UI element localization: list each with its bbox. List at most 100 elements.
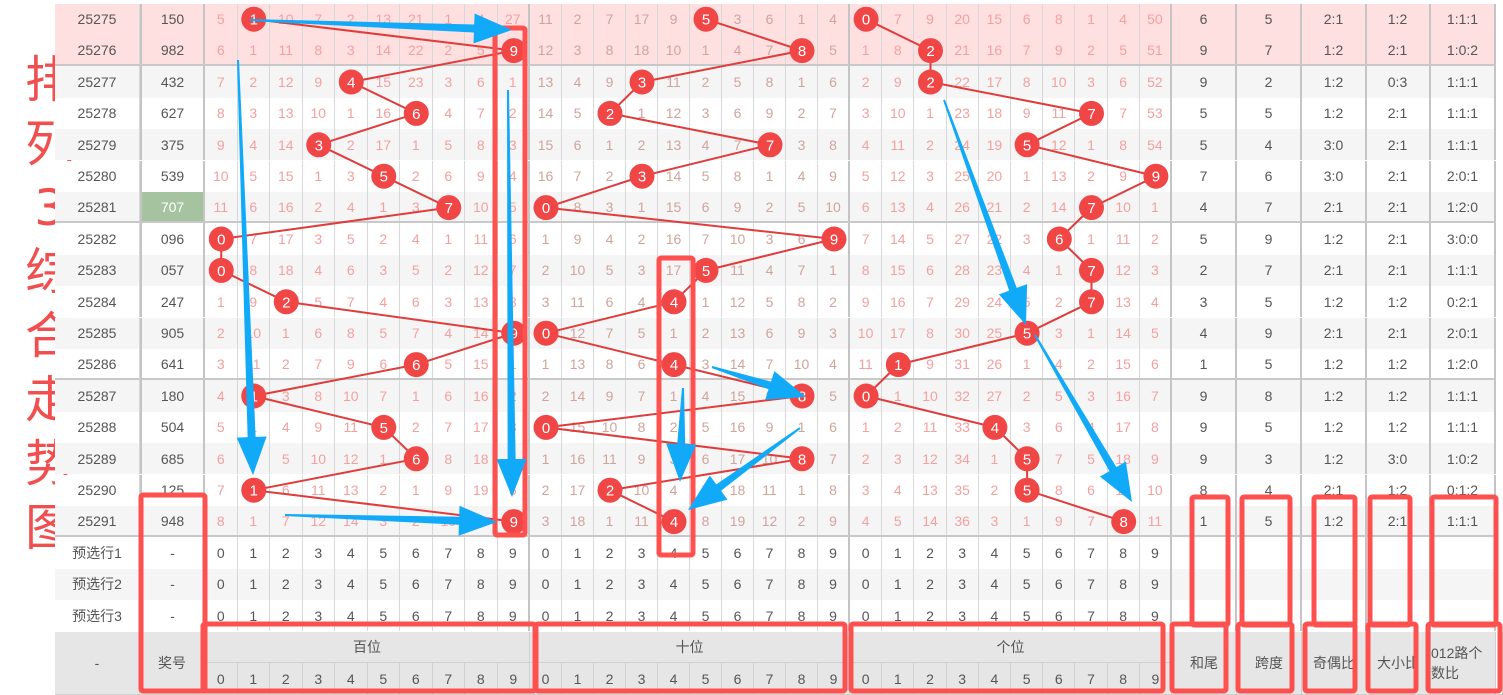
preselect-digit-ones[interactable]: 1: [882, 568, 915, 601]
hundreds-omission-cell: 14: [368, 34, 400, 65]
preselect-digit-ones[interactable]: 6: [1043, 537, 1076, 569]
preselect-digit-hundreds[interactable]: 2: [270, 537, 303, 569]
preselect-digit-ones[interactable]: 2: [914, 600, 947, 632]
preselect-digit-hundreds[interactable]: 4: [335, 568, 368, 601]
preselect-digit-ones[interactable]: 7: [1075, 600, 1108, 632]
preselect-digit-ones[interactable]: 1: [882, 537, 915, 569]
preselect-digit-tens[interactable]: 7: [754, 600, 786, 632]
preselect-digit-ones[interactable]: 3: [947, 537, 979, 569]
preselect-digit-hundreds[interactable]: 3: [303, 537, 335, 569]
ones-omission-cell: 5: [1108, 34, 1140, 65]
preselect-digit-hundreds[interactable]: 7: [433, 568, 465, 601]
preselect-digit-hundreds[interactable]: 2: [270, 600, 303, 632]
preselect-digit-ones[interactable]: 5: [1011, 537, 1044, 569]
preselect-digit-hundreds[interactable]: 5: [368, 568, 400, 601]
preselect-digit-hundreds[interactable]: 4: [335, 600, 368, 632]
preselect-digit-tens[interactable]: 6: [722, 537, 754, 569]
preselect-digit-ones[interactable]: 0: [850, 600, 883, 632]
preselect-digit-ones[interactable]: 4: [979, 600, 1011, 632]
preselect-digit-hundreds[interactable]: 6: [400, 600, 433, 632]
preselect-digit-hundreds[interactable]: 1: [238, 568, 270, 601]
ones-omission-cell: 11: [882, 129, 915, 161]
hundreds-omission-cell: 1: [433, 3, 465, 35]
preselect-digit-ones[interactable]: 2: [914, 537, 947, 569]
preselect-digit-hundreds[interactable]: 7: [433, 600, 465, 632]
preselect-digit-hundreds[interactable]: 5: [368, 537, 400, 569]
preselect-digit-tens[interactable]: 5: [690, 568, 722, 601]
preselect-digit-hundreds[interactable]: 9: [498, 537, 530, 569]
preselect-digit-ones[interactable]: 8: [1108, 537, 1140, 569]
preselect-digit-tens[interactable]: 9: [818, 600, 850, 632]
preselect-digit-ones[interactable]: 7: [1075, 537, 1108, 569]
preselect-digit-tens[interactable]: 5: [690, 537, 722, 569]
preselect-digit-tens[interactable]: 0: [530, 600, 562, 632]
preselect-digit-tens[interactable]: 8: [786, 537, 818, 569]
preselect-digit-ones[interactable]: 4: [979, 568, 1011, 601]
preselect-digit-ones[interactable]: 1: [882, 600, 915, 632]
preselect-digit-ones[interactable]: 6: [1043, 568, 1076, 601]
preselect-digit-hundreds[interactable]: 4: [335, 537, 368, 569]
preselect-digit-hundreds[interactable]: 0: [205, 537, 238, 569]
preselect-digit-ones[interactable]: 3: [947, 568, 979, 601]
preselect-digit-ones[interactable]: 5: [1011, 600, 1044, 632]
preselect-digit-ones[interactable]: 9: [1140, 537, 1172, 569]
preselect-digit-ones[interactable]: 9: [1140, 600, 1172, 632]
preselect-digit-hundreds[interactable]: 5: [368, 600, 400, 632]
preselect-digit-hundreds[interactable]: 9: [498, 568, 530, 601]
preselect-digit-tens[interactable]: 4: [658, 568, 690, 601]
preselect-digit-tens[interactable]: 2: [594, 537, 626, 569]
preselect-digit-ones[interactable]: 9: [1140, 568, 1172, 601]
header-digit: 0: [530, 663, 562, 695]
preselect-digit-tens[interactable]: 8: [786, 600, 818, 632]
preselect-digit-hundreds[interactable]: 8: [465, 568, 498, 601]
preselect-digit-hundreds[interactable]: 1: [238, 600, 270, 632]
preselect-digit-tens[interactable]: 9: [818, 568, 850, 601]
preselect-digit-ones[interactable]: 0: [850, 568, 883, 601]
preselect-digit-hundreds[interactable]: 8: [465, 537, 498, 569]
preselect-digit-tens[interactable]: 8: [786, 568, 818, 601]
hundreds-omission-cell: 10: [238, 317, 270, 349]
preselect-digit-ones[interactable]: 4: [979, 537, 1011, 569]
preselect-digit-tens[interactable]: 1: [562, 537, 594, 569]
preselect-digit-tens[interactable]: 1: [562, 568, 594, 601]
preselect-digit-hundreds[interactable]: 0: [205, 568, 238, 601]
preselect-digit-tens[interactable]: 2: [594, 568, 626, 601]
preselect-digit-tens[interactable]: 5: [690, 600, 722, 632]
preselect-digit-tens[interactable]: 6: [722, 600, 754, 632]
preselect-digit-hundreds[interactable]: 0: [205, 600, 238, 632]
preselect-digit-ones[interactable]: 5: [1011, 568, 1044, 601]
preselect-digit-tens[interactable]: 7: [754, 568, 786, 601]
preselect-digit-hundreds[interactable]: 8: [465, 600, 498, 632]
preselect-digit-ones[interactable]: 6: [1043, 600, 1076, 632]
preselect-digit-hundreds[interactable]: 6: [400, 568, 433, 601]
preselect-digit-tens[interactable]: 3: [626, 568, 658, 601]
preselect-digit-tens[interactable]: 1: [562, 600, 594, 632]
preselect-digit-tens[interactable]: 3: [626, 600, 658, 632]
preselect-digit-ones[interactable]: 2: [914, 568, 947, 601]
preselect-digit-ones[interactable]: 7: [1075, 568, 1108, 601]
preselect-digit-hundreds[interactable]: 3: [303, 568, 335, 601]
preselect-digit-ones[interactable]: 0: [850, 537, 883, 569]
hundreds-omission-cell: 4: [400, 223, 433, 255]
tens-omission-cell: 10: [594, 411, 626, 444]
preselect-digit-hundreds[interactable]: 9: [498, 600, 530, 632]
preselect-digit-ones[interactable]: 8: [1108, 600, 1140, 632]
tens-omission-cell: 9: [818, 223, 850, 255]
preselect-digit-tens[interactable]: 0: [530, 537, 562, 569]
preselect-digit-tens[interactable]: 2: [594, 600, 626, 632]
preselect-digit-tens[interactable]: 9: [818, 537, 850, 569]
tens-omission-cell: 2: [530, 254, 562, 287]
preselect-digit-hundreds[interactable]: 1: [238, 537, 270, 569]
preselect-digit-ones[interactable]: 8: [1108, 568, 1140, 601]
preselect-digit-tens[interactable]: 6: [722, 568, 754, 601]
preselect-digit-hundreds[interactable]: 7: [433, 537, 465, 569]
preselect-digit-tens[interactable]: 4: [658, 600, 690, 632]
preselect-digit-tens[interactable]: 3: [626, 537, 658, 569]
preselect-digit-tens[interactable]: 7: [754, 537, 786, 569]
preselect-digit-hundreds[interactable]: 6: [400, 537, 433, 569]
preselect-digit-hundreds[interactable]: 3: [303, 600, 335, 632]
preselect-digit-hundreds[interactable]: 2: [270, 568, 303, 601]
preselect-digit-ones[interactable]: 3: [947, 600, 979, 632]
preselect-digit-tens[interactable]: 4: [658, 537, 690, 569]
preselect-digit-tens[interactable]: 0: [530, 568, 562, 601]
